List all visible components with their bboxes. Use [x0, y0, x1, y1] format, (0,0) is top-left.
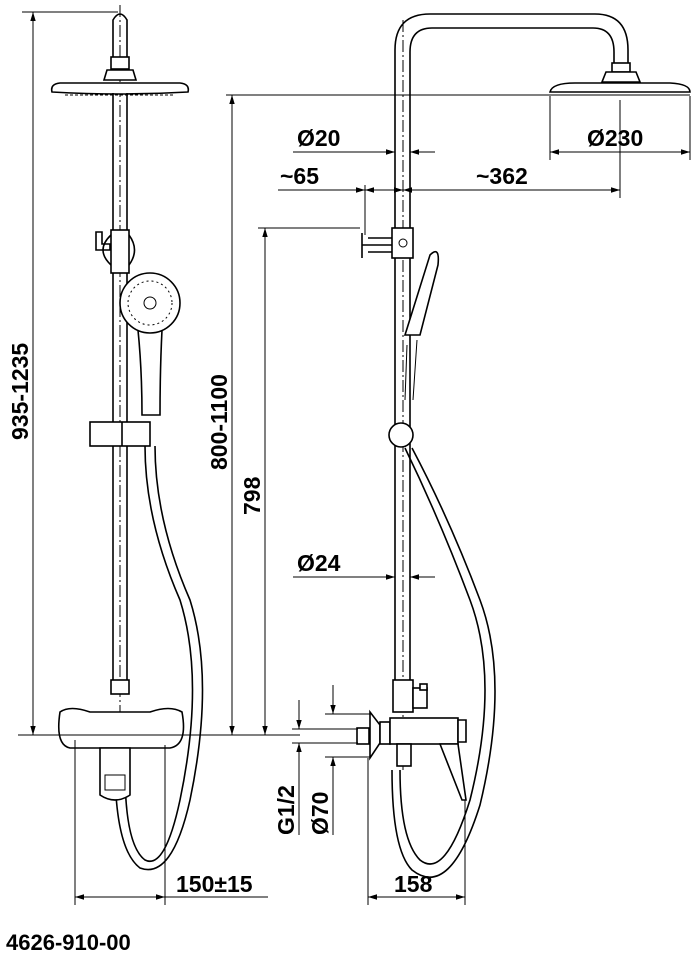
- dim-slide-height: 798: [239, 476, 265, 515]
- slider-ball: [388, 422, 414, 448]
- side-dimensions: 800-1100 798 Ø20 Ø230 ~65 ~362 Ø24 G1/2 …: [206, 94, 691, 905]
- mixer-lever: [438, 743, 467, 801]
- nut: [110, 56, 130, 70]
- mixer-body-side: [389, 717, 459, 745]
- dim-projection: ~362: [476, 163, 528, 189]
- dim-mixer-distance: 150±15: [176, 871, 253, 897]
- rain-shower-head: [50, 82, 190, 95]
- dim-head-diameter: Ø230: [587, 125, 643, 151]
- side-view: [356, 13, 691, 878]
- side-rain-head: [549, 82, 691, 93]
- spout: [99, 747, 131, 801]
- front-dimensions: 935-1235 150±15: [7, 11, 300, 905]
- dim-pipe-diameter: Ø24: [297, 550, 341, 576]
- product-code: 4626-910-00: [6, 930, 131, 955]
- dim-thread: G1/2: [273, 785, 299, 835]
- pipe-top: [112, 13, 128, 70]
- hand-shower-head: [119, 272, 181, 334]
- dim-pipe-top-diameter: Ø20: [297, 125, 340, 151]
- dim-mixer-depth: 158: [394, 871, 433, 897]
- diverter: [110, 229, 130, 274]
- dim-flange-diameter: Ø70: [307, 792, 333, 835]
- dim-total-height: 935-1235: [7, 343, 33, 440]
- front-view: [50, 5, 204, 871]
- dim-offset-small: ~65: [280, 163, 319, 189]
- slider: [89, 421, 151, 447]
- mixer-front: [57, 707, 185, 749]
- wall-flange: [369, 709, 381, 761]
- side-hand-shower: [403, 250, 440, 336]
- dim-height-range: 800-1100: [206, 374, 232, 470]
